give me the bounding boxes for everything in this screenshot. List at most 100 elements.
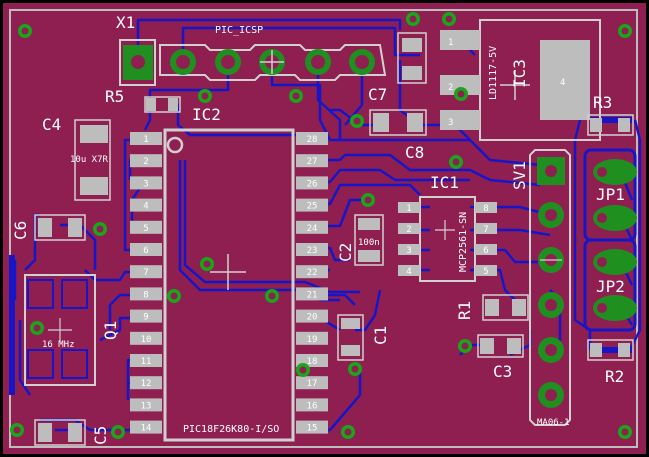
ic2-pin-number: 1	[143, 135, 148, 145]
ic2-pad	[296, 398, 328, 412]
ic2-pin-number: 24	[307, 224, 318, 234]
ic1-label: IC1	[430, 173, 459, 192]
ic2-pad	[296, 154, 328, 168]
jp2-jumper	[583, 238, 637, 332]
ic3-pin1-label: 1	[448, 38, 453, 48]
ic2-pin-number: 10	[141, 335, 152, 345]
ic2-pin-number: 28	[307, 135, 318, 145]
ic3-pin4-label: 4	[560, 78, 565, 88]
via-hole	[457, 90, 465, 98]
board-outline	[9, 9, 638, 448]
ic2-label: IC2	[192, 105, 221, 124]
ic2-pad	[130, 398, 162, 412]
via-hole	[268, 292, 276, 300]
c4-value-label: 10u X7R	[70, 155, 109, 165]
c4-capacitor	[74, 119, 111, 201]
via-hole	[344, 428, 352, 436]
ic1-pin-number: 8	[483, 204, 488, 214]
via-hole	[452, 158, 460, 166]
ic2-pin-number: 15	[307, 424, 318, 434]
ic1-pin-number: 5	[483, 267, 488, 277]
ic2-pad	[130, 220, 162, 234]
ic2-pad	[130, 309, 162, 323]
ic2-pin-number: 23	[307, 246, 318, 256]
ic2-pad	[130, 243, 162, 256]
ic2-pin-number: 16	[307, 401, 318, 411]
c1-label: C1	[371, 326, 390, 345]
ic1-pad	[475, 244, 497, 255]
ic3-pin3-label: 3	[448, 118, 453, 128]
c3-label: C3	[493, 362, 512, 381]
ic3-pin2-label: 2	[448, 83, 453, 93]
ic3-label: IC3	[510, 59, 529, 88]
ic2-pad	[296, 420, 328, 434]
via-hole	[13, 426, 21, 434]
c6-label: C6	[11, 221, 30, 240]
ic2-pad	[130, 287, 162, 301]
ic1-pin-number: 2	[406, 225, 411, 235]
ic1-pad	[398, 244, 420, 255]
ic2-pin-number: 18	[307, 357, 318, 367]
ic2-pin-number: 13	[141, 401, 152, 411]
ic1-pad	[475, 223, 497, 234]
ic1-pad	[475, 265, 497, 276]
sv1-label: SV1	[510, 161, 529, 190]
via-hole	[461, 342, 469, 350]
c1-capacitor	[337, 314, 364, 361]
c7-capacitor	[397, 32, 427, 84]
c5-capacitor	[34, 419, 86, 446]
x1-label: X1	[116, 13, 135, 32]
ic2-pad	[130, 331, 162, 345]
via-hole	[201, 92, 209, 100]
r1-label: R1	[455, 301, 474, 320]
c4-label: C4	[42, 115, 61, 134]
ma06-label: MA06-1	[537, 418, 570, 428]
ic2-pad	[130, 420, 162, 434]
ic1-pad	[398, 223, 420, 234]
icsp-header	[119, 39, 387, 86]
pic-icsp-label: PIC_ICSP	[215, 25, 263, 36]
ic2-pad	[296, 220, 328, 234]
pic18-label: PIC18F26K80-I/SO	[183, 424, 279, 435]
ic2-pin-number: 27	[307, 157, 318, 167]
ic2-pad	[130, 154, 162, 168]
via-hole	[114, 428, 122, 436]
ic2-pin-number: 22	[307, 268, 318, 278]
via-hole	[445, 15, 453, 23]
ic1-chip	[419, 196, 476, 282]
ic2-pin-number: 8	[143, 290, 148, 300]
via-hole	[351, 365, 359, 373]
ic2-pad	[130, 132, 162, 145]
ic1-pin-number: 7	[483, 225, 488, 235]
via-hole	[292, 92, 300, 100]
ic2-pad	[130, 176, 162, 190]
c8-label: C8	[405, 143, 424, 162]
ic2-pin-number: 19	[307, 335, 318, 345]
ic2-pad	[296, 132, 328, 145]
ic2-pad	[296, 287, 328, 301]
ic2-pin-number: 3	[143, 179, 148, 189]
ic2-pin-number: 2	[143, 157, 148, 167]
via-hole	[353, 117, 361, 125]
ic2-pin-number: 7	[143, 268, 148, 278]
q1-crystal	[24, 274, 96, 386]
ic2-pad	[130, 354, 162, 367]
via-hole	[364, 196, 372, 204]
ic2-pad	[130, 376, 162, 390]
via-hole	[621, 428, 629, 436]
ic2-pin-number: 5	[143, 224, 148, 234]
mcp2561-label: MCP2561-SN	[458, 212, 469, 272]
jp2-label: JP2	[596, 277, 625, 296]
r2-resistor	[587, 339, 634, 361]
ic2-pin-number: 4	[143, 202, 148, 212]
r3-label: R3	[593, 93, 612, 112]
r2-label: R2	[605, 367, 624, 386]
c2-value-label: 100n	[358, 238, 380, 248]
r5-resistor	[144, 96, 181, 113]
ic2-pin-number: 11	[141, 357, 152, 367]
c5-label: C5	[91, 426, 110, 445]
jp1-label: JP1	[596, 185, 625, 204]
ic1-pad	[398, 202, 420, 213]
ic2-pin-number: 14	[141, 424, 152, 434]
